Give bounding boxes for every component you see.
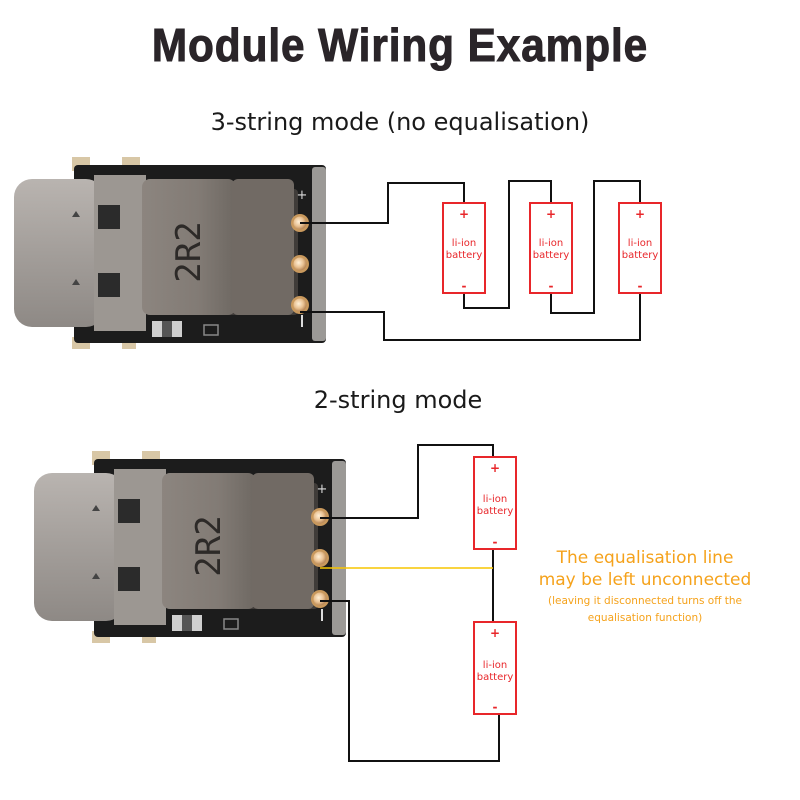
svg-text:li-ion: li-ion (452, 238, 476, 249)
inductor-marking: 2R2 (169, 221, 209, 282)
svg-text:-: - (638, 279, 643, 293)
battery-3s-2: + li-ion battery - (529, 202, 573, 294)
wire-bat1-bat2 (463, 180, 552, 309)
svg-text:-: - (549, 279, 554, 293)
battery-3s-3: + li-ion battery - (618, 202, 662, 294)
svg-text:+: + (490, 626, 500, 640)
note-detail-line-1: (leaving it disconnected turns off the (547, 595, 743, 607)
section-heading-2-string: 2-string mode (313, 386, 483, 414)
svg-text:battery: battery (533, 250, 570, 261)
svg-text:+: + (490, 461, 500, 475)
battery-2s-2: + li-ion battery - (473, 621, 517, 715)
module-photo-3-string: 2R2 (13, 156, 327, 350)
note-detail-line-2: equalisation function) (587, 612, 703, 624)
battery-plus-label: + (459, 207, 469, 221)
wires-3-string (300, 180, 641, 341)
equalisation-note-detail: (leaving it disconnected turns off the e… (500, 593, 790, 627)
wire-neg (320, 600, 500, 762)
svg-text:li-ion: li-ion (539, 238, 563, 249)
note-line-1: The equalisation line (556, 548, 734, 568)
wire-pos (320, 444, 494, 519)
wire-bat2-bat3 (550, 180, 641, 314)
inductor-marking: 2R2 (189, 515, 229, 576)
svg-text:-: - (493, 535, 498, 549)
wire-neg (300, 293, 641, 341)
battery-minus-label: - (462, 279, 467, 293)
svg-text:li-ion: li-ion (483, 494, 507, 505)
svg-text:+: + (546, 207, 556, 221)
svg-text:battery: battery (622, 250, 659, 261)
module-photo-2-string: 2R2 (33, 450, 347, 644)
battery-2s-1: + li-ion battery - (473, 456, 517, 550)
page-title: Module Wiring Example (151, 19, 649, 72)
equalisation-note: The equalisation line may be left unconn… (500, 547, 790, 591)
svg-text:li-ion: li-ion (628, 238, 652, 249)
svg-text:+: + (635, 207, 645, 221)
svg-text:-: - (493, 700, 498, 714)
svg-text:battery: battery (446, 250, 483, 261)
svg-text:battery: battery (477, 506, 514, 517)
battery-3s-1: + li-ion battery - (442, 202, 486, 294)
wire-pos (300, 182, 465, 224)
wires-2-string (320, 444, 500, 762)
svg-text:li-ion: li-ion (483, 660, 507, 671)
note-line-2: may be left unconnected (538, 570, 752, 590)
section-heading-3-string: 3-string mode (no equalisation) (210, 108, 590, 136)
svg-text:battery: battery (477, 672, 514, 683)
